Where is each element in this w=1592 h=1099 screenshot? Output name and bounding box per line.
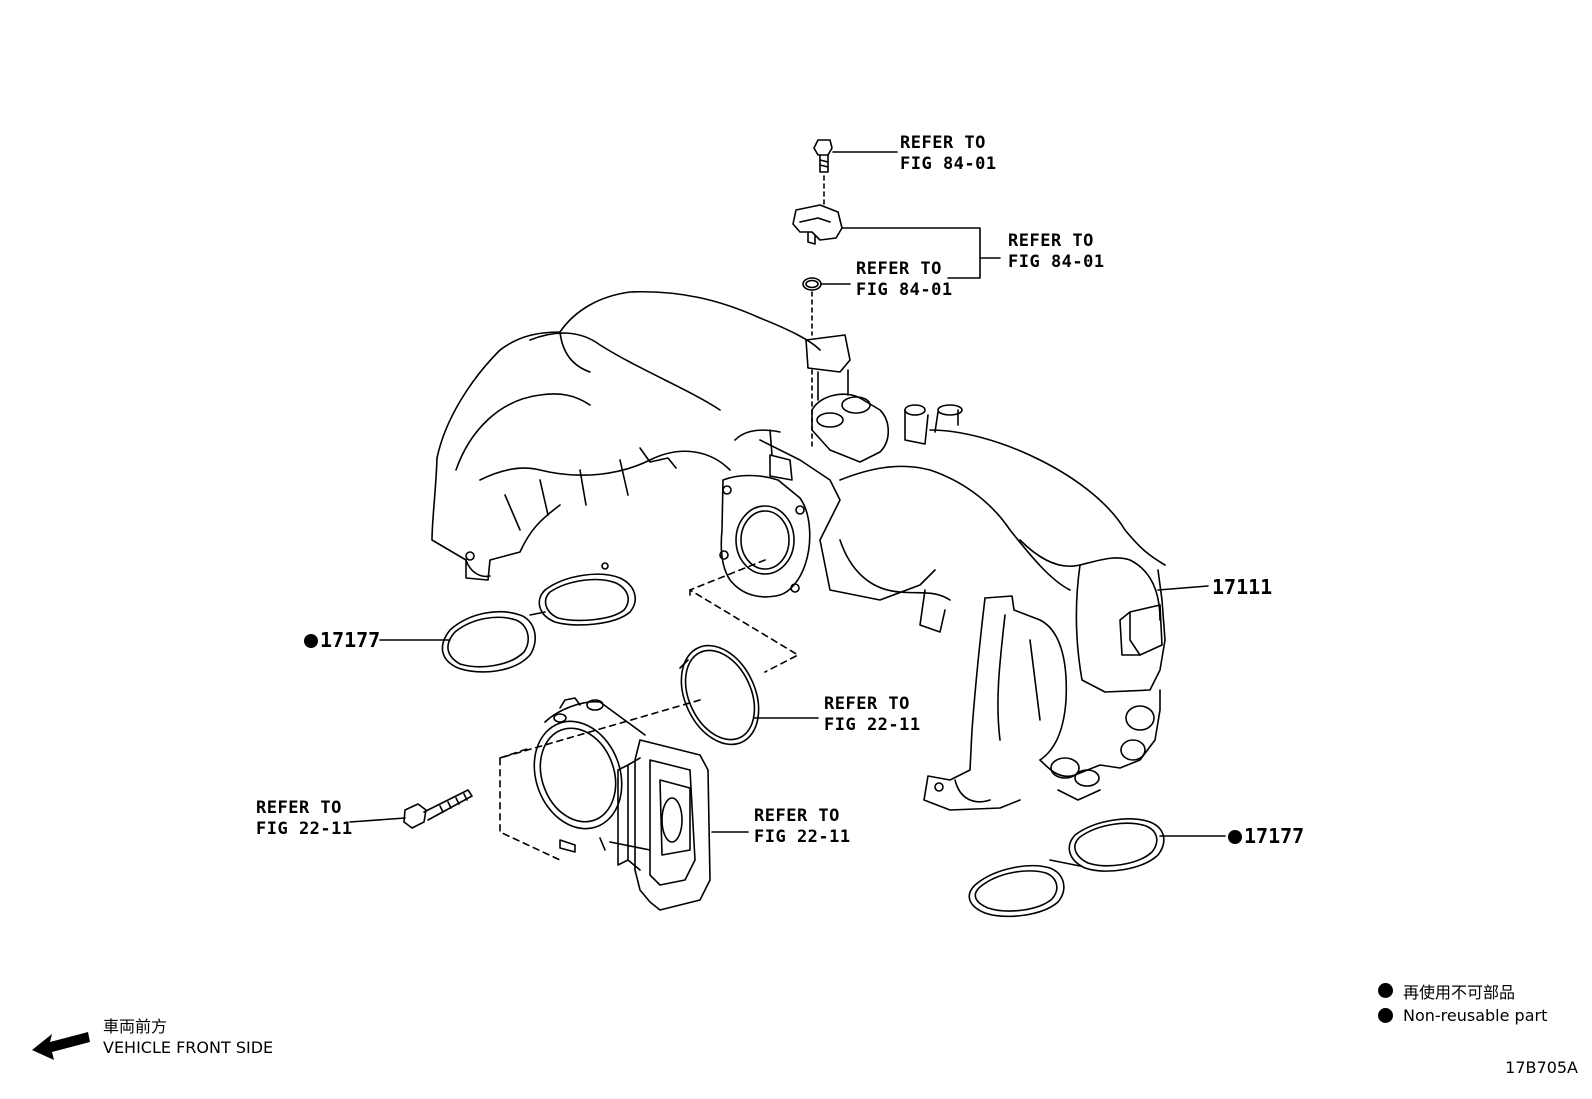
gasket-left <box>441 562 636 673</box>
illustration-id: 17B705A <box>1505 1058 1578 1077</box>
leader-throttle-bolt <box>349 817 406 823</box>
intake-manifold <box>431 290 1166 811</box>
vehicle-front-arrow <box>32 1032 90 1060</box>
non-reusable-dot <box>1228 830 1242 844</box>
legend: 再使用不可部品 Non-reusable part <box>1378 978 1547 1028</box>
throttle-body <box>533 697 711 911</box>
throttle-bolt <box>403 789 473 829</box>
vehicle-front-label: 車両前方 VEHICLE FRONT SIDE <box>103 1017 274 1057</box>
leader-sensor-bracket <box>841 227 981 279</box>
ref-label-sensor: REFER TO FIG 84-01 <box>1008 231 1105 272</box>
legend-dot-icon <box>1378 1008 1393 1023</box>
top-bolt <box>813 139 833 173</box>
part-number-manifold: 17111 <box>1212 575 1273 599</box>
legend-dot-icon <box>1378 983 1393 998</box>
map-sensor <box>792 204 843 245</box>
ref-label-oring: REFER TO FIG 84-01 <box>856 259 953 300</box>
ref-label-throttle-gasket: REFER TO FIG 22-11 <box>824 694 921 735</box>
non-reusable-dot <box>304 634 318 648</box>
alignment-guides <box>499 559 799 861</box>
ref-label-throttle-body: REFER TO FIG 22-11 <box>754 806 851 847</box>
throttle-gasket <box>679 644 760 746</box>
legend-row-english: Non-reusable part <box>1378 1003 1547 1028</box>
ref-label-bolt-top: REFER TO FIG 84-01 <box>900 133 997 174</box>
ref-label-throttle-bolt: REFER TO FIG 22-11 <box>256 798 353 839</box>
gasket-right <box>968 818 1165 918</box>
leader-17111 <box>1157 585 1209 591</box>
part-number-gasket-right: 17177 <box>1228 824 1304 848</box>
part-number-gasket-left: 17177 <box>304 628 380 652</box>
legend-row-japanese: 再使用不可部品 <box>1378 978 1547 1003</box>
